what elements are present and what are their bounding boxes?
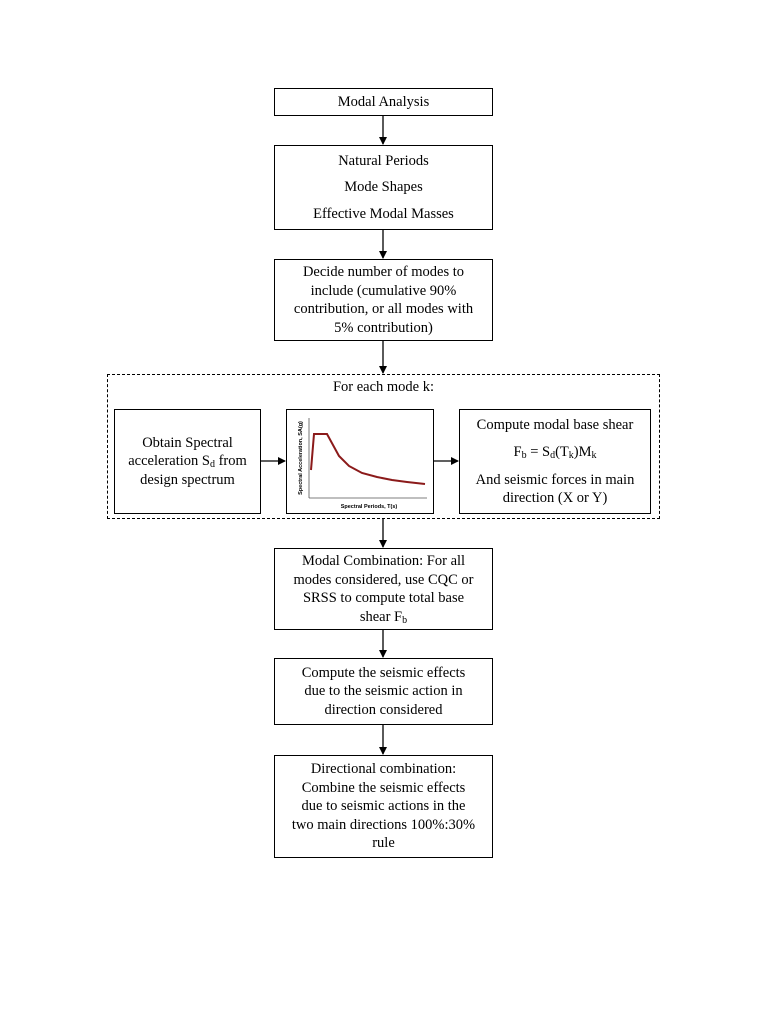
natural-periods-label: Natural Periods [338, 152, 429, 169]
obtain-spectral-line-2: acceleration Sd from [128, 453, 247, 471]
modal-combination-box: Modal Combination: For all modes conside… [274, 548, 493, 630]
directional-line-4: two main directions 100%:30% [291, 816, 476, 833]
mode-shapes-label: Mode Shapes [344, 179, 423, 196]
directional-line-3: due to seismic actions in the [301, 798, 466, 815]
compute-shear-line-3: And seismic forces in main [475, 471, 635, 488]
for-each-mode-group [107, 374, 660, 519]
for-each-mode-label: For each mode k: [332, 379, 435, 395]
spectrum-xlabel: Spectral Periods, T(s) [341, 504, 398, 510]
base-shear-formula: Fb = Sd(Tk)Mk [513, 444, 597, 461]
directional-line-5: rule [372, 835, 395, 852]
modal-results-box: Natural Periods Mode Shapes Effective Mo… [274, 145, 493, 230]
modal-combination-line-4: shear Fb [359, 608, 408, 626]
compute-effects-line-1: Compute the seismic effects [301, 664, 466, 681]
modal-analysis-label: Modal Analysis [337, 93, 430, 110]
modal-combination-line-1: Modal Combination: For all [301, 553, 466, 569]
modal-combination-line-2: modes considered, use CQC or [293, 571, 474, 588]
directional-line-2: Combine the seismic effects [301, 779, 466, 796]
modal-combination-line-3: SRSS to compute total base [302, 590, 465, 606]
compute-shear-title: Compute modal base shear [476, 416, 634, 433]
decide-modes-line-2: include (cumulative 90% [310, 282, 457, 299]
compute-shear-box: Compute modal base shear Fb = Sd(Tk)Mk A… [459, 409, 651, 514]
directional-line-1: Directional combination: [310, 761, 457, 778]
design-spectrum-plot: Spectral Acceleration, SA(g) Spectral Pe… [286, 409, 434, 514]
decide-modes-line-1: Decide number of modes to [302, 264, 465, 280]
obtain-spectral-line-3: design spectrum [140, 471, 235, 488]
spectrum-curve [310, 433, 426, 485]
compute-effects-line-2: due to the seismic action in [304, 683, 463, 700]
directional-combination-box: Directional combination: Combine the sei… [274, 755, 493, 858]
compute-effects-box: Compute the seismic effects due to the s… [274, 658, 493, 725]
decide-modes-line-4: 5% contribution) [334, 319, 433, 336]
effective-masses-label: Effective Modal Masses [313, 205, 454, 222]
compute-effects-line-3: direction considered [324, 701, 443, 718]
decide-modes-line-3: contribution, or all modes with [293, 301, 474, 317]
modal-analysis-box: Modal Analysis [274, 88, 493, 116]
decide-modes-box: Decide number of modes to include (cumul… [274, 259, 493, 341]
spectrum-ylabel: Spectral Acceleration, SA(g) [298, 421, 304, 495]
obtain-spectral-line-1: Obtain Spectral [142, 434, 233, 451]
compute-shear-line-4: direction (X or Y) [502, 490, 608, 506]
obtain-spectral-box: Obtain Spectral acceleration Sd from des… [114, 409, 261, 514]
